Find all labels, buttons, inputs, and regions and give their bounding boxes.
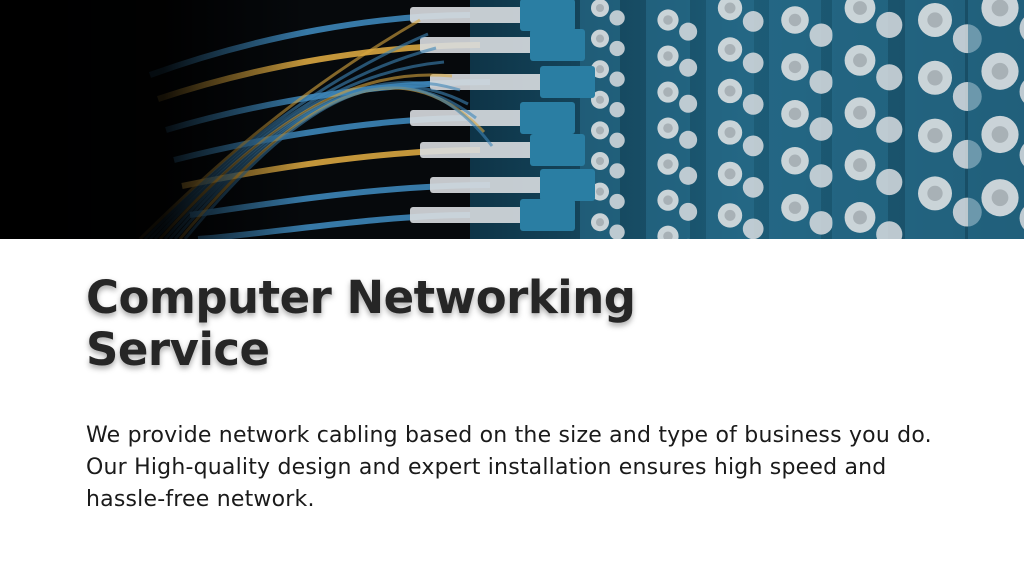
title-line-2: Service bbox=[86, 323, 270, 376]
slide-content: Computer Networking Service We provide n… bbox=[86, 272, 946, 513]
slide-title: Computer Networking Service bbox=[86, 272, 946, 376]
network-patch-panel-photo bbox=[0, 0, 1024, 239]
slide-description: We provide network cabling based on the … bbox=[86, 423, 932, 512]
hero-image bbox=[0, 0, 1024, 239]
title-line-1: Computer Networking bbox=[86, 271, 636, 324]
